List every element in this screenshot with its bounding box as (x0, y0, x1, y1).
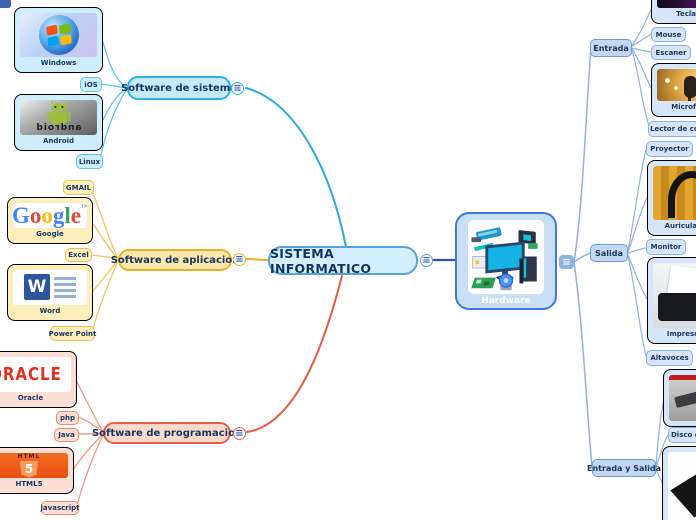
impresora-image (653, 263, 696, 328)
topic-teclado-label: Teclado (676, 9, 696, 18)
node-entrada-y-salida[interactable]: Entrada y Salida (587, 459, 661, 477)
branch-software-sistema-label: Software de sistema (121, 82, 237, 94)
windows-orb-icon (38, 14, 79, 55)
topic-mouse-label: Mouse (655, 30, 682, 39)
topic-oracle-label: Oracle (17, 393, 44, 402)
topic-lector-codigo[interactable]: Lector de codigo (648, 121, 696, 137)
topic-gmail[interactable]: GMAIL (63, 180, 94, 195)
topic-java[interactable]: Java (54, 428, 79, 442)
topic-disco-duro[interactable]: Disco duro (668, 427, 696, 443)
topic-monitor-label: Monitor (650, 243, 682, 251)
microfono-image (657, 69, 696, 101)
android-robot-icon (47, 100, 71, 126)
topic-gmail-label: GMAIL (65, 183, 92, 192)
node-entrada-label: Entrada (593, 43, 629, 53)
root-topic-label: SISTEMA INFORMATICO (270, 245, 372, 276)
node-salida-label: Salida (595, 248, 623, 258)
root-topic[interactable]: SISTEMA INFORMATICO (268, 245, 418, 276)
topic-proyector[interactable]: Proyector (646, 141, 693, 157)
topic-microfono[interactable]: Microfono (651, 63, 696, 117)
topic-excel[interactable]: Excel (65, 248, 92, 262)
google-wordmark: Google™ (13, 203, 87, 228)
word-doc-lines (54, 276, 76, 298)
windows-logo-image (20, 13, 97, 57)
branch-hardware-label: Hardware (481, 296, 531, 306)
topic-linux[interactable]: Linux (76, 154, 103, 169)
node-salida[interactable]: Salida (590, 244, 628, 262)
branch-software-programacion-label: Software de programacion (91, 427, 243, 439)
topic-powerpoint-label: Power Point (48, 329, 97, 338)
topic-io-device-2[interactable] (662, 446, 696, 520)
menu-icon[interactable]: ≡ (420, 254, 433, 267)
topic-php-label: php (59, 414, 75, 422)
io-device-1-image (669, 375, 696, 421)
oracle-logo-image: ORACLE (0, 357, 71, 392)
topic-html5[interactable]: HTML 5 HTML5 (0, 447, 74, 494)
topic-android[interactable]: android Android (14, 94, 103, 151)
topic-php[interactable]: php (56, 411, 79, 425)
topic-monitor[interactable]: Monitor (646, 239, 686, 255)
word-w-icon: W (24, 274, 50, 301)
teclado-image (657, 0, 696, 8)
topic-microfono-label: Microfono (671, 102, 696, 111)
topic-auriculares[interactable]: Auriculares (647, 160, 696, 236)
topic-excel-label: Excel (68, 251, 89, 259)
node-entrada-y-salida-label: Entrada y Salida (587, 463, 662, 473)
hardware-components-image (468, 220, 544, 294)
oracle-wordmark: ORACLE (0, 363, 62, 386)
html5-shield-icon: 5 (20, 461, 38, 478)
android-wordmark: android (35, 122, 82, 133)
topic-powerpoint[interactable]: Power Point (48, 326, 97, 341)
topic-html5-label: HTML5 (15, 479, 43, 488)
node-entrada[interactable]: Entrada (590, 39, 632, 57)
auriculares-image (653, 166, 696, 220)
topic-ios[interactable]: iOS (80, 77, 102, 92)
topic-javascript[interactable]: javascript (41, 501, 79, 515)
topic-altavoces[interactable]: Altavoces (646, 350, 693, 366)
topic-linux-label: Linux (78, 157, 101, 166)
topic-google[interactable]: Google™ Google (7, 197, 93, 244)
clipped-node-corner (0, 0, 11, 8)
topic-java-label: Java (58, 431, 75, 439)
topic-proyector-label: Proyector (650, 145, 689, 153)
menu-icon[interactable]: ≡ (233, 427, 246, 440)
branch-software-programacion[interactable]: Software de programacion (92, 422, 242, 444)
topic-disco-duro-label: Disco duro (670, 431, 696, 439)
topic-escaner-label: Escaner (655, 48, 687, 57)
topic-javascript-label: javascript (40, 504, 80, 512)
google-logo-image: Google™ (13, 203, 87, 228)
menu-icon[interactable]: ≡ (231, 82, 244, 95)
branch-hardware[interactable]: Hardware (455, 212, 557, 310)
topic-ios-label: iOS (84, 80, 98, 89)
topic-auriculares-label: Auriculares (664, 221, 696, 230)
topic-io-device-1[interactable] (663, 369, 696, 427)
topic-word-label: Word (39, 306, 61, 315)
topic-impresora-label: Impresora (666, 329, 696, 338)
collapse-icon[interactable]: ≡ (559, 255, 574, 269)
topic-escaner[interactable]: Escaner (651, 45, 691, 60)
topic-word[interactable]: W Word (7, 264, 93, 321)
topic-mouse[interactable]: Mouse (651, 27, 686, 42)
branch-software-aplicacion-label: Software de aplicacion (110, 254, 240, 266)
topic-google-label: Google (36, 229, 64, 238)
topic-altavoces-label: Altavoces (650, 354, 689, 362)
topic-impresora[interactable]: Impresora (647, 257, 696, 344)
branch-software-aplicacion[interactable]: Software de aplicacion (111, 249, 239, 271)
topic-windows[interactable]: Windows (14, 7, 103, 73)
topic-oracle[interactable]: ORACLE Oracle (0, 351, 77, 408)
android-logo-image: android (20, 100, 97, 135)
topic-windows-label: Windows (40, 58, 77, 67)
branch-software-sistema[interactable]: Software de sistema (121, 76, 237, 100)
topic-android-label: Android (42, 136, 75, 145)
topic-lector-codigo-label: Lector de codigo (650, 125, 696, 133)
io-device-2-image (668, 452, 696, 520)
html5-logo-image: HTML 5 (0, 453, 68, 478)
word-logo-image: W (13, 270, 87, 305)
topic-teclado[interactable]: Teclado (651, 0, 696, 24)
menu-icon[interactable]: ≡ (233, 253, 246, 266)
